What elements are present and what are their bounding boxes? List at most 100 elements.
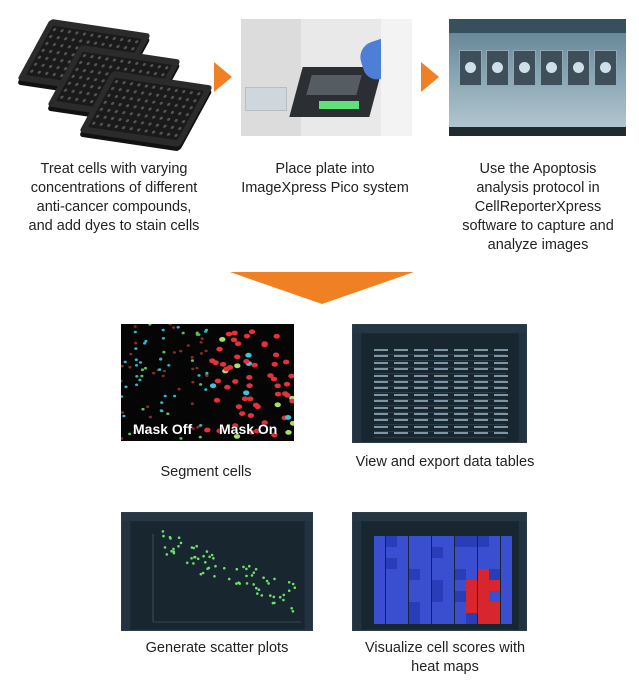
table-cell — [374, 349, 388, 351]
table-cell — [434, 349, 448, 351]
cell-dot — [121, 379, 123, 383]
table-row — [374, 374, 508, 381]
table-cell — [474, 349, 488, 351]
scatter-point — [256, 592, 259, 595]
cell-dot — [209, 383, 217, 389]
cell-dot — [261, 420, 268, 426]
cell-dot — [283, 381, 291, 387]
table-cell — [434, 374, 448, 377]
table-cell — [454, 361, 468, 364]
scatter-point — [242, 565, 245, 569]
cell-dot — [168, 324, 172, 326]
scatter-point — [293, 586, 297, 589]
cell-dot — [214, 378, 222, 384]
heat-map-cell — [397, 613, 408, 624]
cell-dot — [162, 350, 166, 354]
segment-cells-image: Mask Off Mask On — [121, 324, 294, 441]
table-cell — [374, 381, 388, 383]
table-cell — [374, 368, 388, 371]
cell-dot — [179, 349, 183, 353]
table-cell — [474, 406, 488, 409]
table-row — [374, 354, 508, 362]
heat-map-cell — [374, 602, 385, 613]
heat-map-cell — [443, 536, 454, 547]
table-cell — [414, 413, 428, 415]
scatter-point — [291, 610, 295, 613]
table-row — [374, 431, 508, 439]
scatter-point — [245, 582, 249, 585]
heat-map-cell — [500, 569, 512, 580]
table-cell — [494, 419, 508, 422]
table-cell — [474, 425, 488, 428]
table-cell — [494, 393, 508, 396]
cell-dot — [197, 374, 201, 377]
cell-dot — [123, 360, 127, 364]
scatter-point — [227, 577, 231, 581]
table-cell — [474, 361, 488, 364]
cell-dot — [284, 415, 292, 420]
scatter-point — [185, 561, 189, 565]
table-row — [374, 361, 508, 368]
cell-dot — [158, 368, 162, 371]
table-cell — [494, 374, 508, 377]
heat-map-cell — [408, 569, 420, 580]
table-cell — [474, 400, 488, 403]
scatter-point — [291, 582, 295, 586]
scatter-point — [212, 557, 215, 560]
cell-dot — [121, 364, 124, 368]
table-cell — [494, 432, 508, 435]
cell-dot — [161, 328, 165, 332]
table-cell — [394, 406, 408, 409]
cell-dot — [195, 331, 199, 335]
table-cell — [374, 374, 388, 377]
table-cell — [394, 432, 408, 435]
table-cell — [434, 432, 448, 435]
scatter-point — [265, 579, 269, 583]
cell-dot — [179, 437, 183, 440]
table-cell — [434, 393, 448, 396]
scatter-point — [168, 535, 172, 539]
heat-map-cell — [443, 547, 454, 558]
cell-dot — [225, 331, 233, 337]
heat-map-cell — [454, 613, 466, 624]
cell-dot — [121, 411, 125, 414]
table-cell — [434, 413, 448, 415]
heat-map-cell — [420, 569, 431, 580]
cell-dot — [203, 330, 208, 333]
cell-dot — [243, 390, 250, 396]
cell-dot — [191, 367, 195, 371]
cell-dot — [232, 423, 239, 429]
heat-map-cell — [431, 547, 443, 558]
cell-dot — [251, 362, 258, 368]
table-cell — [434, 368, 448, 371]
arrow-right-icon — [214, 62, 232, 92]
heat-map-cell — [443, 602, 454, 613]
mask-on-label: Mask On — [219, 421, 278, 437]
heat-map-cell — [489, 613, 500, 624]
cell-dot — [159, 358, 163, 361]
table-cell — [394, 381, 408, 383]
heat-map-cell — [374, 591, 385, 602]
table-cell — [374, 387, 388, 390]
heat-map-cell — [500, 547, 512, 558]
cell-dot — [172, 351, 176, 354]
heat-map-cell — [443, 613, 454, 624]
table-cell — [414, 393, 428, 396]
heat-map-cell — [454, 536, 466, 547]
table-cell — [454, 406, 468, 409]
heat-map-cell — [420, 613, 431, 624]
table-row — [374, 406, 508, 413]
cell-dot — [248, 429, 255, 435]
scatter-point — [245, 574, 248, 578]
heat-map-cell — [454, 558, 466, 569]
scatter-point — [282, 598, 285, 602]
heat-map-cell — [431, 569, 443, 580]
cell-dot — [152, 371, 156, 375]
cell-dot — [271, 432, 278, 438]
well-plates-image — [16, 18, 214, 148]
cell-dot — [274, 402, 281, 408]
table-cell — [394, 349, 408, 351]
scatter-point — [204, 561, 207, 564]
table-cell — [374, 361, 388, 364]
scatter-point — [287, 589, 291, 592]
